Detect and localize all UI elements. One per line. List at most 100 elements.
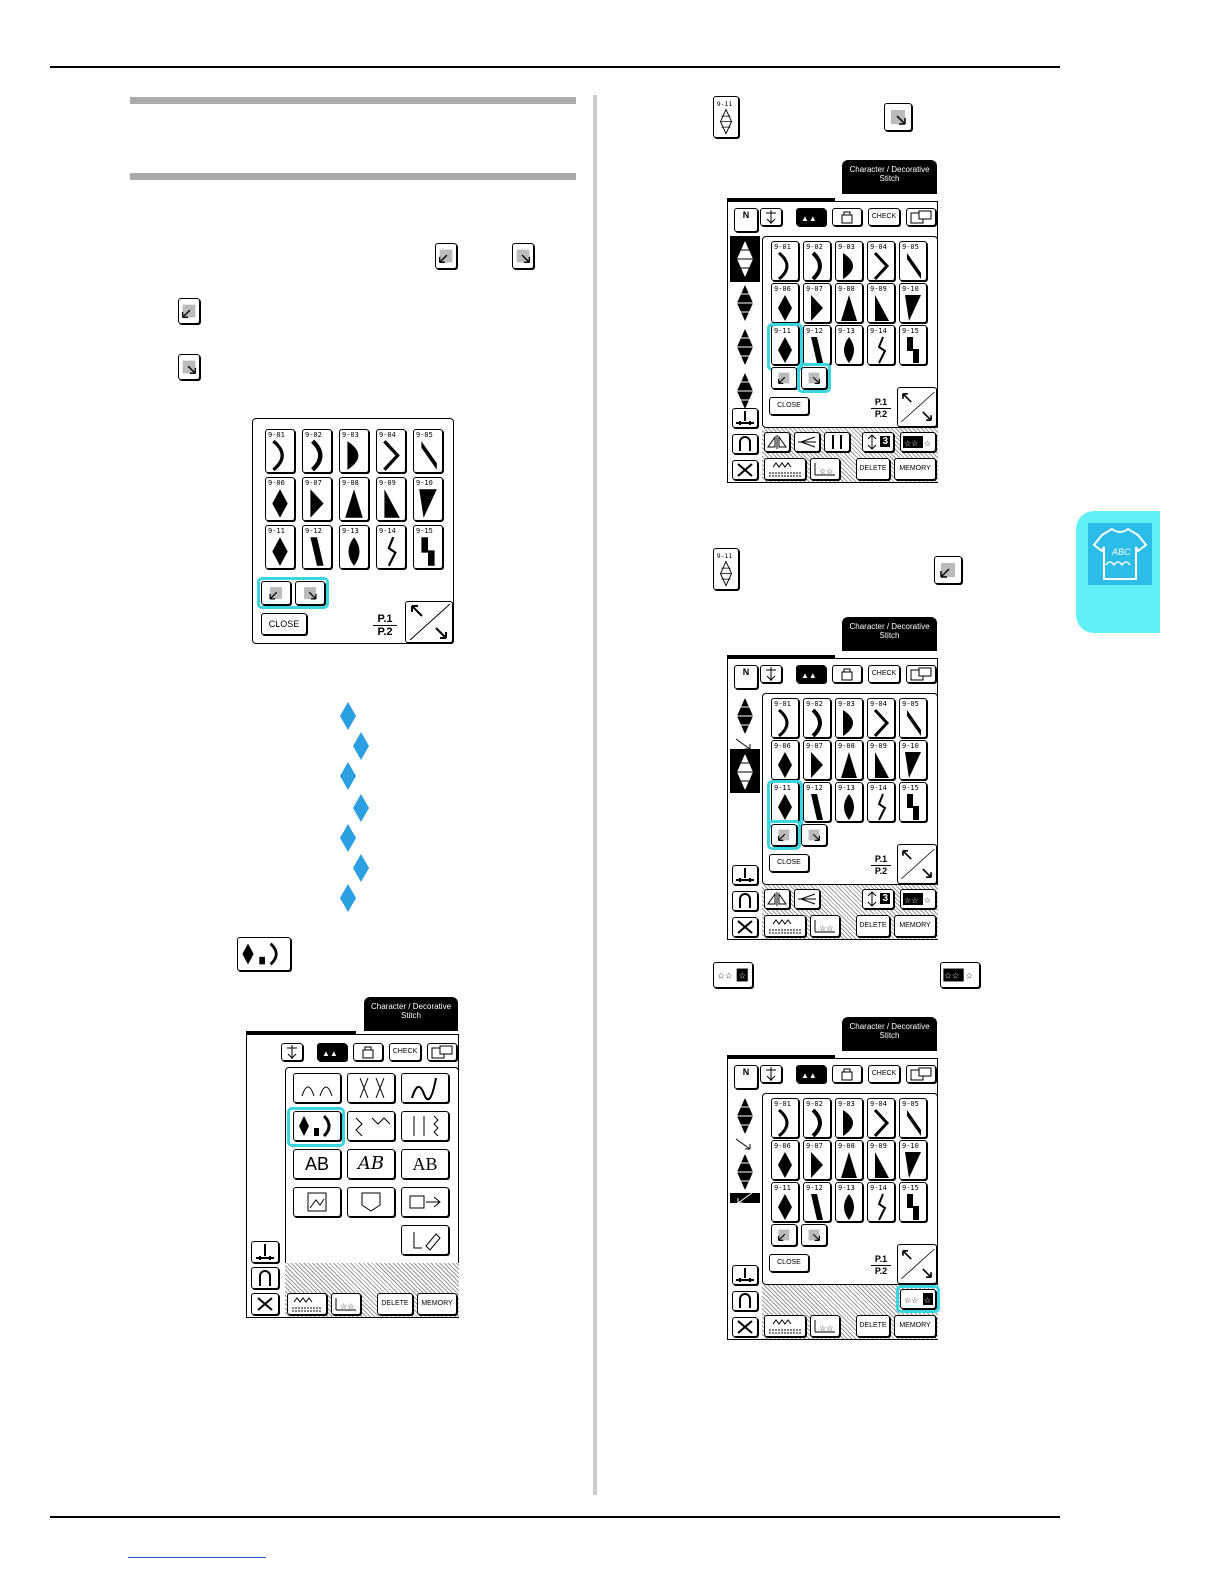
screen-c-stitch-key-9-02[interactable]: 9-02: [803, 241, 831, 281]
screen-d-page-turn-key[interactable]: [897, 844, 937, 884]
screen-c-presser-foot-key[interactable]: [732, 408, 758, 428]
usb-key-b[interactable]: [401, 1187, 449, 1217]
screen-c-step-down-left-key[interactable]: [771, 367, 797, 389]
screen-e-stitch-key-9-14[interactable]: 9-14: [867, 1182, 895, 1222]
screen-c-check-key[interactable]: CHECK: [868, 208, 900, 226]
screen-d-stitch-key-9-07[interactable]: 9-07: [803, 740, 831, 780]
screen-c-stitch-key-9-14[interactable]: 9-14: [867, 325, 895, 365]
screen-c-lock-key[interactable]: [832, 208, 862, 226]
screen-d-thread-cut-key[interactable]: [732, 917, 758, 937]
screen-e-stitch-key-9-11[interactable]: 9-11: [771, 1182, 799, 1222]
stitch-preview-key-b[interactable]: [287, 1293, 327, 1315]
a-stitch-key-9-03[interactable]: 9-03: [339, 429, 369, 473]
screen-d-n-key[interactable]: N: [734, 665, 758, 689]
font-outline-b[interactable]: AB: [401, 1149, 449, 1179]
footer-link-underline[interactable]: [128, 1557, 266, 1558]
screen-c-stitch-preview-key[interactable]: [764, 458, 806, 480]
screen-d-stitch-key-9-15[interactable]: 9-15: [899, 782, 927, 822]
screen-d-lock-key[interactable]: [832, 665, 862, 683]
screen-d-stitch-key-9-02[interactable]: 9-02: [803, 698, 831, 738]
screen-c-stitch-key-9-04[interactable]: 9-04: [867, 241, 895, 281]
screen-e-repeat-mode-key[interactable]: ☆☆☆: [900, 1289, 936, 1309]
a-stitch-key-9-01[interactable]: 9-01: [265, 429, 295, 473]
a-stitch-key-9-08[interactable]: 9-08: [339, 477, 369, 521]
step-down-left-key-a[interactable]: [261, 581, 291, 605]
screen-c-stitch-key-9-10[interactable]: 9-10: [899, 283, 927, 323]
a-stitch-key-9-09[interactable]: 9-09: [376, 477, 406, 521]
screen-c-delete-key[interactable]: DELETE: [856, 458, 890, 480]
step-down-right-key-a[interactable]: [295, 581, 325, 605]
lock-key-b[interactable]: [353, 1043, 383, 1061]
a-stitch-key-9-02[interactable]: 9-02: [302, 429, 332, 473]
category-cross-stitch-b[interactable]: [347, 1111, 395, 1141]
screen-c-stitch-key-9-07[interactable]: 9-07: [803, 283, 831, 323]
a-stitch-key-9-07[interactable]: 9-07: [302, 477, 332, 521]
screen-d-stitch-key-9-05[interactable]: 9-05: [899, 698, 927, 738]
screen-d-screen-copy-key[interactable]: [906, 665, 936, 683]
screen-copy-key-b[interactable]: [427, 1043, 457, 1061]
screen-e-screen-copy-key[interactable]: [906, 1065, 936, 1083]
screen-e-delete-key[interactable]: DELETE: [856, 1315, 890, 1337]
memory-key-b[interactable]: MEMORY: [417, 1293, 457, 1315]
screen-e-stitch-key-9-04[interactable]: 9-04: [867, 1098, 895, 1138]
screen-c-stitch-key-9-01[interactable]: 9-01: [771, 241, 799, 281]
screen-e-page-turn-key[interactable]: [897, 1244, 937, 1284]
category-cross-b[interactable]: [347, 1073, 395, 1103]
screen-e-stitch-key-9-06[interactable]: 9-06: [771, 1140, 799, 1180]
a-stitch-key-9-05[interactable]: 9-05: [413, 429, 443, 473]
size-key-b[interactable]: ▲▲: [317, 1043, 347, 1061]
image-key-b[interactable]: ☆☆: [331, 1293, 361, 1315]
screen-c-twin-needle-key[interactable]: [824, 432, 850, 452]
screen-c-stitch-key-9-06[interactable]: 9-06: [771, 283, 799, 323]
screen-c-memory-key[interactable]: MEMORY: [894, 458, 936, 480]
screen-c-stitch-key-9-11[interactable]: 9-11: [771, 325, 799, 365]
category-embroidery-b[interactable]: [293, 1073, 341, 1103]
screen-e-step-down-right-key[interactable]: [801, 1224, 827, 1246]
close-button-a[interactable]: CLOSE: [261, 613, 307, 635]
screen-e-thread-cut-key[interactable]: [732, 1317, 758, 1337]
screen-c-needle-mode-key[interactable]: [760, 208, 782, 226]
screen-e-close-button[interactable]: CLOSE: [769, 1254, 809, 1272]
a-stitch-key-9-12[interactable]: 9-12: [302, 525, 332, 569]
screen-d-stitch-key-9-08[interactable]: 9-08: [835, 740, 863, 780]
screen-d-stitch-key-9-01[interactable]: 9-01: [771, 698, 799, 738]
font-script-b[interactable]: AB: [347, 1149, 395, 1179]
screen-c-size-key[interactable]: ▲▲: [796, 208, 826, 226]
screen-e-stitch-key-9-07[interactable]: 9-07: [803, 1140, 831, 1180]
presser-foot-key-b[interactable]: [251, 1241, 279, 1263]
thread-cut-key-b[interactable]: [251, 1293, 279, 1315]
screen-c-mirror-vertical-key[interactable]: [794, 432, 820, 452]
screen-c-step-down-right-key[interactable]: [801, 367, 827, 389]
screen-c-stitch-key-9-05[interactable]: 9-05: [899, 241, 927, 281]
screen-e-stitch-key-9-10[interactable]: 9-10: [899, 1140, 927, 1180]
screen-e-stitch-preview-key[interactable]: [764, 1315, 806, 1337]
my-custom-stitch-key-b[interactable]: [293, 1187, 341, 1217]
screen-e-needle-mode-key[interactable]: [760, 1065, 782, 1083]
category-satin-b[interactable]: [401, 1073, 449, 1103]
screen-e-n-key[interactable]: N: [734, 1065, 758, 1089]
screen-c-stitch-key-9-08[interactable]: 9-08: [835, 283, 863, 323]
screen-d-image-key[interactable]: ☆☆: [810, 915, 840, 937]
screen-d-delete-key[interactable]: DELETE: [856, 915, 890, 937]
screen-d-stitch-key-9-13[interactable]: 9-13: [835, 782, 863, 822]
screen-c-mirror-key[interactable]: [764, 432, 790, 452]
screen-d-presser-foot-key[interactable]: [732, 865, 758, 885]
screen-e-stitch-key-9-03[interactable]: 9-03: [835, 1098, 863, 1138]
category-utility-b[interactable]: [401, 1111, 449, 1141]
page-turn-key-a[interactable]: [405, 601, 453, 643]
a-stitch-key-9-11[interactable]: 9-11: [265, 525, 295, 569]
screen-d-stitch-key-9-06[interactable]: 9-06: [771, 740, 799, 780]
screen-d-memory-key[interactable]: MEMORY: [894, 915, 936, 937]
screen-c-repeat-mode-key[interactable]: ☆☆☆: [900, 432, 936, 452]
screen-d-step-down-right-key[interactable]: [801, 824, 827, 846]
a-stitch-key-9-10[interactable]: 9-10: [413, 477, 443, 521]
screen-e-reverse-key[interactable]: [732, 1291, 758, 1311]
a-stitch-key-9-06[interactable]: 9-06: [265, 477, 295, 521]
screen-c-screen-copy-key[interactable]: [906, 208, 936, 226]
category-step-stitch-b[interactable]: [293, 1111, 341, 1141]
screen-e-stitch-key-9-15[interactable]: 9-15: [899, 1182, 927, 1222]
screen-c-page-turn-key[interactable]: [897, 387, 937, 427]
screen-c-stitch-key-9-03[interactable]: 9-03: [835, 241, 863, 281]
screen-e-stitch-key-9-05[interactable]: 9-05: [899, 1098, 927, 1138]
a-stitch-key-9-13[interactable]: 9-13: [339, 525, 369, 569]
